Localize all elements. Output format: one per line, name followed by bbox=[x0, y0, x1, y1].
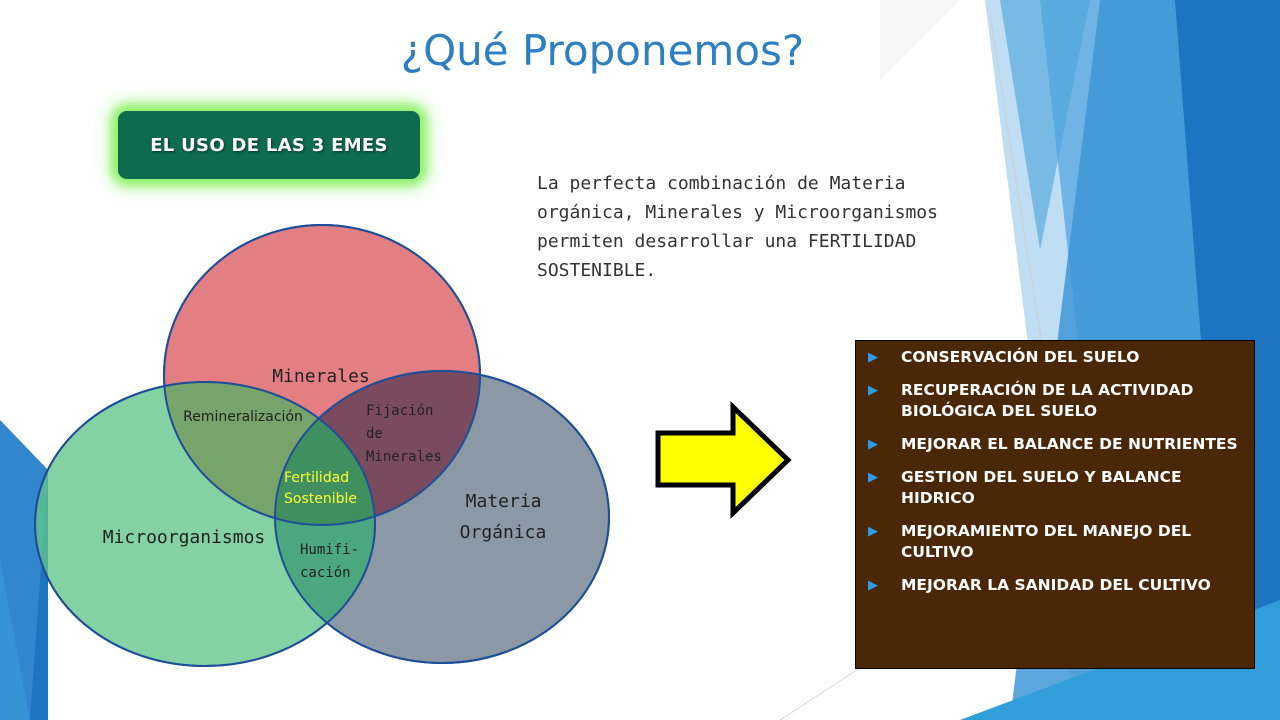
outline-materia-organica bbox=[274, 370, 610, 664]
fijacion-line1: Fijación bbox=[366, 403, 433, 419]
triangle-right-icon: ▶ bbox=[868, 437, 878, 452]
benefit-text: MEJORAR EL BALANCE DE NUTRIENTES bbox=[901, 435, 1238, 453]
benefit-item: ▶ CONSERVACIÓN DEL SUELO bbox=[868, 347, 1240, 368]
label-minerales: Minerales bbox=[272, 366, 370, 387]
benefit-item: ▶ MEJORAR EL BALANCE DE NUTRIENTES bbox=[868, 434, 1240, 455]
label-materia-line2: Orgánica bbox=[460, 522, 547, 543]
benefit-item: ▶ GESTION DEL SUELO Y BALANCE HIDRICO bbox=[868, 467, 1240, 509]
label-humificacion: Humifi- cación bbox=[300, 542, 367, 581]
label-materia-line1: Materia bbox=[466, 491, 542, 512]
right-arrow-icon bbox=[655, 401, 792, 519]
benefits-list: ▶ CONSERVACIÓN DEL SUELO ▶ RECUPERACIÓN DE … bbox=[868, 347, 1240, 596]
three-emes-button[interactable]: EL USO DE LAS 3 EMES bbox=[118, 111, 420, 179]
triangle-right-icon: ▶ bbox=[868, 524, 878, 539]
fertilidad-line1: Fertilidad bbox=[284, 470, 349, 486]
benefit-text: GESTION DEL SUELO Y BALANCE HIDRICO bbox=[901, 468, 1182, 507]
triangle-right-icon: ▶ bbox=[868, 383, 878, 398]
fijacion-line3: Minerales bbox=[366, 449, 442, 465]
venn-diagram: Minerales Microorganismos Materia Orgáni… bbox=[34, 224, 610, 667]
benefit-item: ▶ MEJORAMIENTO DEL MANEJO DEL CULTIVO bbox=[868, 521, 1240, 563]
triangle-right-icon: ▶ bbox=[868, 350, 878, 365]
benefits-panel: ▶ CONSERVACIÓN DEL SUELO ▶ RECUPERACIÓN DE … bbox=[855, 340, 1255, 669]
label-remineralizacion: Remineralización bbox=[183, 409, 303, 425]
slide-title: ¿Qué Proponemos? bbox=[400, 26, 805, 75]
triangle-right-icon: ▶ bbox=[868, 470, 878, 485]
benefit-text: MEJORAR LA SANIDAD DEL CULTIVO bbox=[901, 576, 1211, 594]
label-fijacion-minerales: Fijación de Minerales bbox=[366, 403, 442, 465]
fertilidad-line2: Sostenible bbox=[284, 491, 357, 507]
benefit-item: ▶ RECUPERACIÓN DE LA ACTIVIDAD BIOLÓGICA … bbox=[868, 380, 1240, 422]
label-fertilidad-sostenible: Fertilidad Sostenible bbox=[284, 470, 357, 507]
humificacion-line1: Humifi- bbox=[300, 542, 359, 558]
fijacion-line2: de bbox=[366, 426, 383, 442]
benefit-item: ▶ MEJORAR LA SANIDAD DEL CULTIVO bbox=[868, 575, 1240, 596]
benefit-text: RECUPERACIÓN DE LA ACTIVIDAD BIOLÓGICA D… bbox=[901, 381, 1194, 420]
description-text: La perfecta combinación de Materia orgán… bbox=[537, 173, 938, 281]
label-materia-organica: Materia Orgánica bbox=[460, 491, 553, 543]
triangle-right-icon: ▶ bbox=[868, 578, 878, 593]
humificacion-line2: cación bbox=[300, 565, 351, 581]
label-microorganismos: Microorganismos bbox=[103, 527, 266, 548]
benefit-text: CONSERVACIÓN DEL SUELO bbox=[901, 348, 1140, 366]
benefit-text: MEJORAMIENTO DEL MANEJO DEL CULTIVO bbox=[901, 522, 1192, 561]
outline-microorganismos bbox=[34, 381, 376, 667]
